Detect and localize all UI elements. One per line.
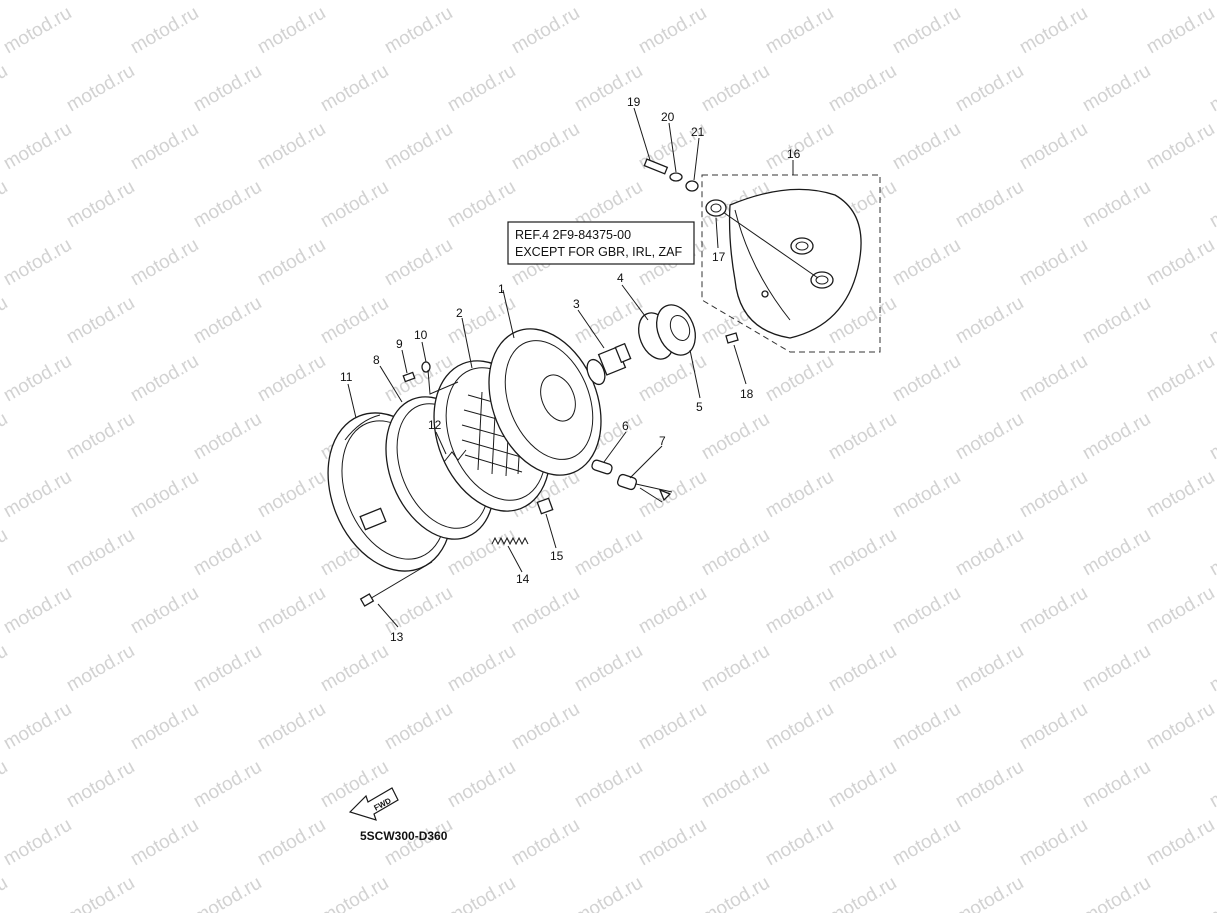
part-18-screw [725, 332, 739, 344]
part-6-socket [591, 459, 613, 475]
part-15-adjuster-nut [536, 497, 554, 515]
diagram-code: 5SCW300-D360 [360, 829, 448, 843]
part-21-collar [685, 180, 699, 192]
part-3-bulb [586, 342, 632, 386]
part-1-reflector [488, 328, 602, 476]
part-20-washer [669, 172, 683, 182]
part-4-5-socket-cover [638, 304, 696, 360]
callout-2: 2 [456, 306, 463, 320]
callout-15: 15 [550, 549, 564, 563]
callout-19: 19 [627, 95, 641, 109]
part-10-nut [421, 361, 431, 373]
part-12-clip [443, 449, 467, 463]
callout-4: 4 [617, 271, 624, 285]
callout-18: 18 [740, 387, 754, 401]
callout-8: 8 [373, 353, 380, 367]
callout-3: 3 [573, 297, 580, 311]
callout-7: 7 [659, 434, 666, 448]
leader-lines [347, 107, 794, 628]
callout-21: 21 [691, 125, 705, 139]
fwd-arrow-icon [348, 787, 399, 821]
callout-13: 13 [390, 630, 404, 644]
part-7-position-bulb [616, 473, 673, 503]
callout-20: 20 [661, 110, 675, 124]
reference-note-line-1: REF.4 2F9-84375-00 [515, 228, 631, 242]
callout-9: 9 [396, 337, 403, 351]
reference-note-line-2: EXCEPT FOR GBR, IRL, ZAF [515, 245, 683, 259]
callout-6: 6 [622, 419, 629, 433]
callout-11: 11 [340, 370, 353, 384]
part-14-spring [491, 536, 529, 546]
part-17-grommet [705, 199, 727, 217]
callout-17: 17 [712, 250, 726, 264]
part-19-bolt [643, 158, 669, 175]
part-9-screw [402, 371, 416, 383]
part-16-headlight-body [701, 174, 881, 353]
callout-10: 10 [414, 328, 428, 342]
callout-12: 12 [428, 418, 442, 432]
callout-1: 1 [498, 282, 505, 296]
part-13-long-screw [359, 561, 433, 607]
reference-note-box: REF.4 2F9-84375-00 EXCEPT FOR GBR, IRL, … [507, 221, 695, 265]
callout-16: 16 [787, 147, 801, 161]
callout-14: 14 [516, 572, 530, 586]
callout-labels: 1 2 3 4 5 6 7 8 9 10 11 12 13 14 15 16 1… [340, 95, 801, 644]
callout-5: 5 [696, 400, 703, 414]
fwd-direction-indicator: FWD [348, 787, 399, 821]
